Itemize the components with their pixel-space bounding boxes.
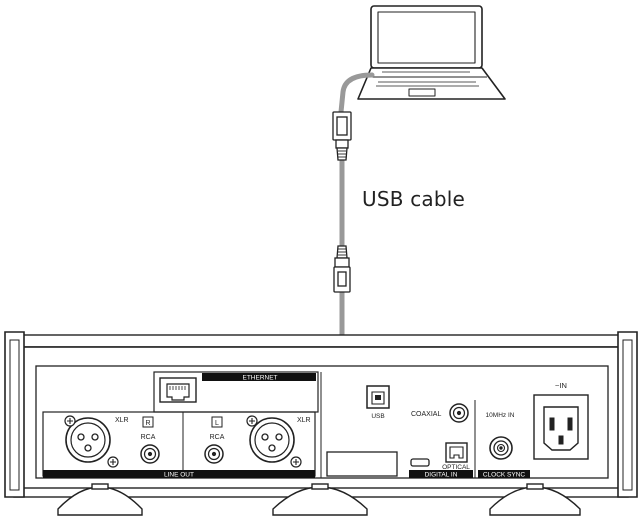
clock-in-label: 10MHz IN <box>486 412 515 419</box>
channel-l-label: L <box>215 420 219 427</box>
clock-sync-label: CLOCK SYNC <box>483 472 526 479</box>
usb-a-connector-icon <box>332 111 352 161</box>
digital-in-label: DIGITAL IN <box>425 472 458 479</box>
rca-output-right-channel <box>140 416 160 464</box>
line-out-label: LINE OUT <box>164 472 194 479</box>
clock-bnc-input <box>478 436 530 478</box>
xlr-right-label: XLR <box>297 417 311 424</box>
xlr-output-left <box>64 415 119 468</box>
laptop-icon <box>357 5 506 100</box>
xlr-left-label: XLR <box>115 417 129 424</box>
usb-b-port <box>366 385 390 409</box>
xlr-output-right <box>246 415 302 468</box>
channel-r-label: R <box>145 420 150 427</box>
usb-b-connector-icon <box>333 245 351 293</box>
rca-left-label: RCA <box>141 434 156 441</box>
line-out-section <box>42 371 319 478</box>
ac-power-inlet <box>533 394 589 460</box>
device-feet <box>57 483 581 516</box>
service-port <box>410 458 430 467</box>
optical-label: OPTICAL <box>442 464 470 471</box>
optical-input <box>445 442 468 463</box>
ethernet-label: ETHERNET <box>242 375 277 382</box>
ac-in-label: ~IN <box>555 381 567 390</box>
rca-right-label: RCA <box>210 434 225 441</box>
usb-label: USB <box>371 413 384 420</box>
coaxial-label: COAXIAL <box>411 411 441 418</box>
ethernet-port <box>159 377 197 403</box>
rca-output-left-channel <box>204 416 224 464</box>
digital-in-section <box>326 451 473 478</box>
coaxial-input <box>449 403 469 423</box>
usb-cable-label: USB cable <box>362 187 466 211</box>
